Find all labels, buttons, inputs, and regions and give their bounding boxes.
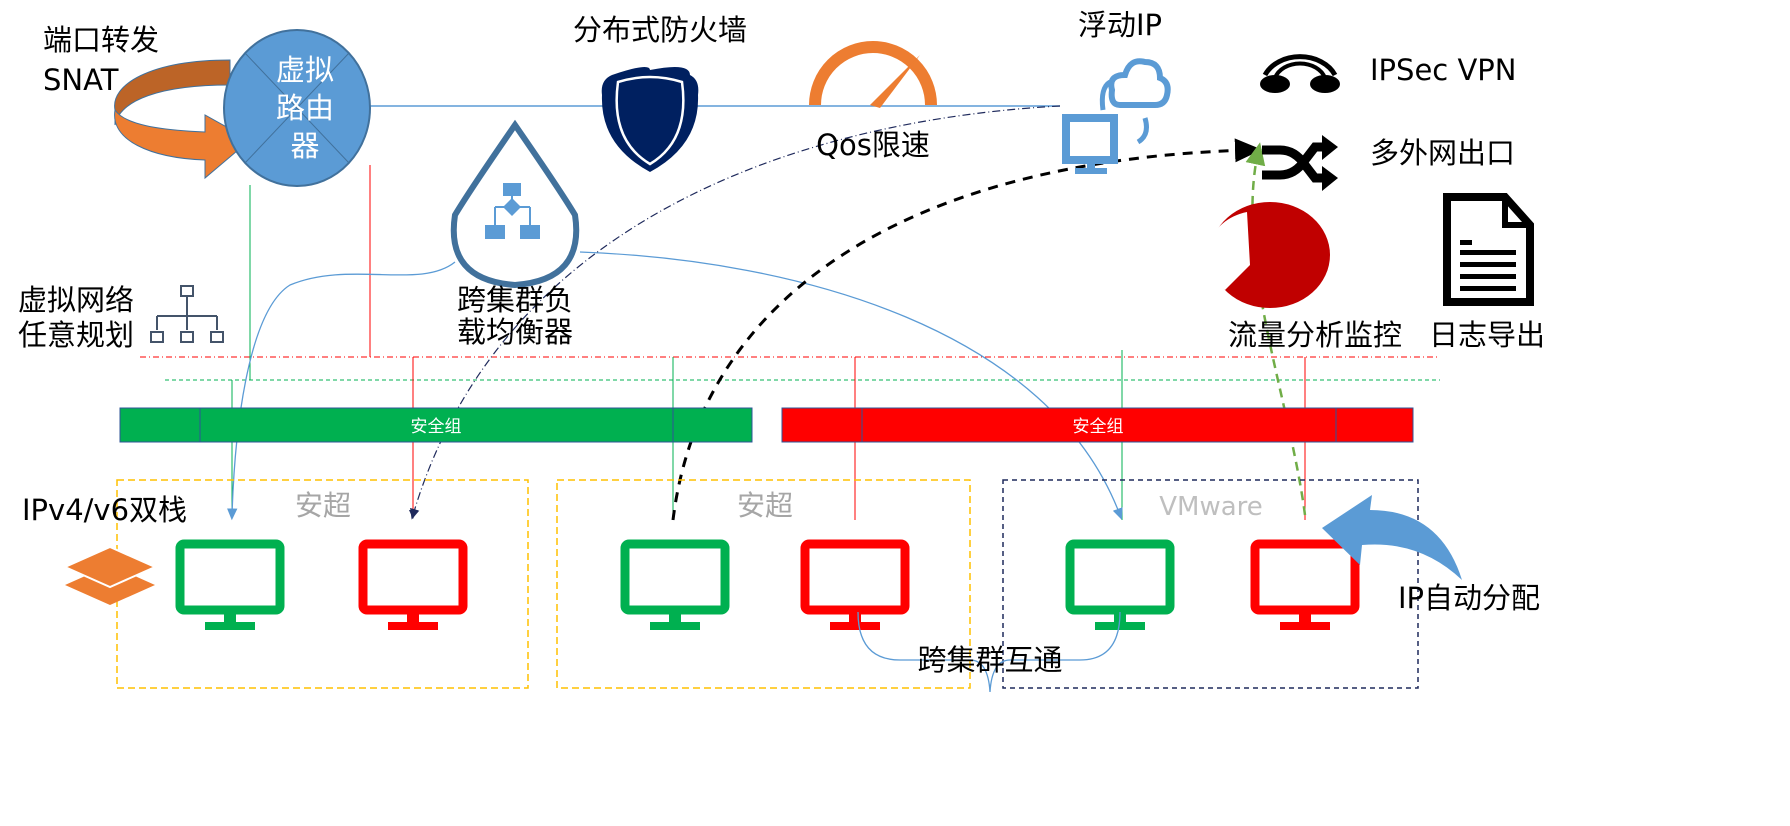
curved-arrow-icon [1322, 495, 1462, 580]
router-label-1: 虚拟 [276, 53, 334, 87]
cross-cluster-label: 跨集群互通 [917, 643, 1062, 677]
cluster-box-3 [1002, 479, 1419, 689]
snat-label: SNAT [43, 63, 119, 97]
pie-chart-icon [1206, 202, 1330, 308]
load-balancer-icon[interactable] [450, 119, 580, 289]
monitor-icon[interactable] [620, 539, 730, 630]
virtual-network-label-1: 虚拟网络 [18, 283, 134, 317]
port-forward-label: 端口转发 [43, 23, 159, 57]
vpn-cloud-icon [1260, 54, 1340, 93]
rotate-arrow-icon [114, 59, 251, 180]
monitor-icon[interactable] [358, 539, 468, 630]
shield-icon [601, 66, 699, 172]
firewall-label: 分布式防火墙 [573, 13, 747, 47]
router-label-3: 器 [290, 129, 319, 163]
cluster-box-2 [556, 479, 971, 689]
security-group-red[interactable]: 安全组 [781, 407, 1414, 443]
ip-auto-label: IP自动分配 [1398, 581, 1540, 615]
dual-stack-label: IPv4/v6双栈 [22, 493, 187, 527]
cloud-sync-icon [1062, 58, 1171, 174]
document-icon [1443, 193, 1534, 306]
monitor-icon[interactable] [800, 539, 910, 630]
cross-cluster-brace [857, 611, 1121, 693]
floating-ip-label: 浮动IP [1078, 8, 1162, 42]
ipsec-vpn-label: IPSec VPN [1370, 53, 1516, 87]
multi-wan-label: 多外网出口 [1370, 136, 1515, 170]
router-label-2: 路由 [276, 91, 334, 125]
monitor-icon[interactable] [175, 539, 285, 630]
monitor-icon[interactable] [1250, 539, 1360, 630]
log-export-label: 日志导出 [1429, 318, 1545, 352]
security-group-green[interactable]: 安全组 [119, 407, 753, 443]
security-group-label: 安全组 [1073, 417, 1124, 437]
traffic-monitor-label: 流量分析监控 [1228, 318, 1402, 352]
virtual-router[interactable]: 虚拟 路由 器 [223, 29, 371, 187]
layers-icon [62, 545, 158, 605]
cluster-label: 安超 [295, 489, 351, 522]
shuffle-icon [1262, 135, 1338, 191]
cluster-label: 安超 [737, 489, 793, 522]
lb-label-1: 跨集群负 [457, 283, 573, 317]
org-chart-icon [150, 285, 224, 343]
security-group-label: 安全组 [411, 417, 462, 437]
virtual-network-label-2: 任意规划 [18, 318, 134, 352]
lb-label-2: 载均衡器 [457, 315, 573, 349]
qos-label: Qos限速 [816, 128, 930, 162]
cluster-label: VMware [1159, 492, 1263, 522]
speedometer-icon [809, 41, 937, 108]
